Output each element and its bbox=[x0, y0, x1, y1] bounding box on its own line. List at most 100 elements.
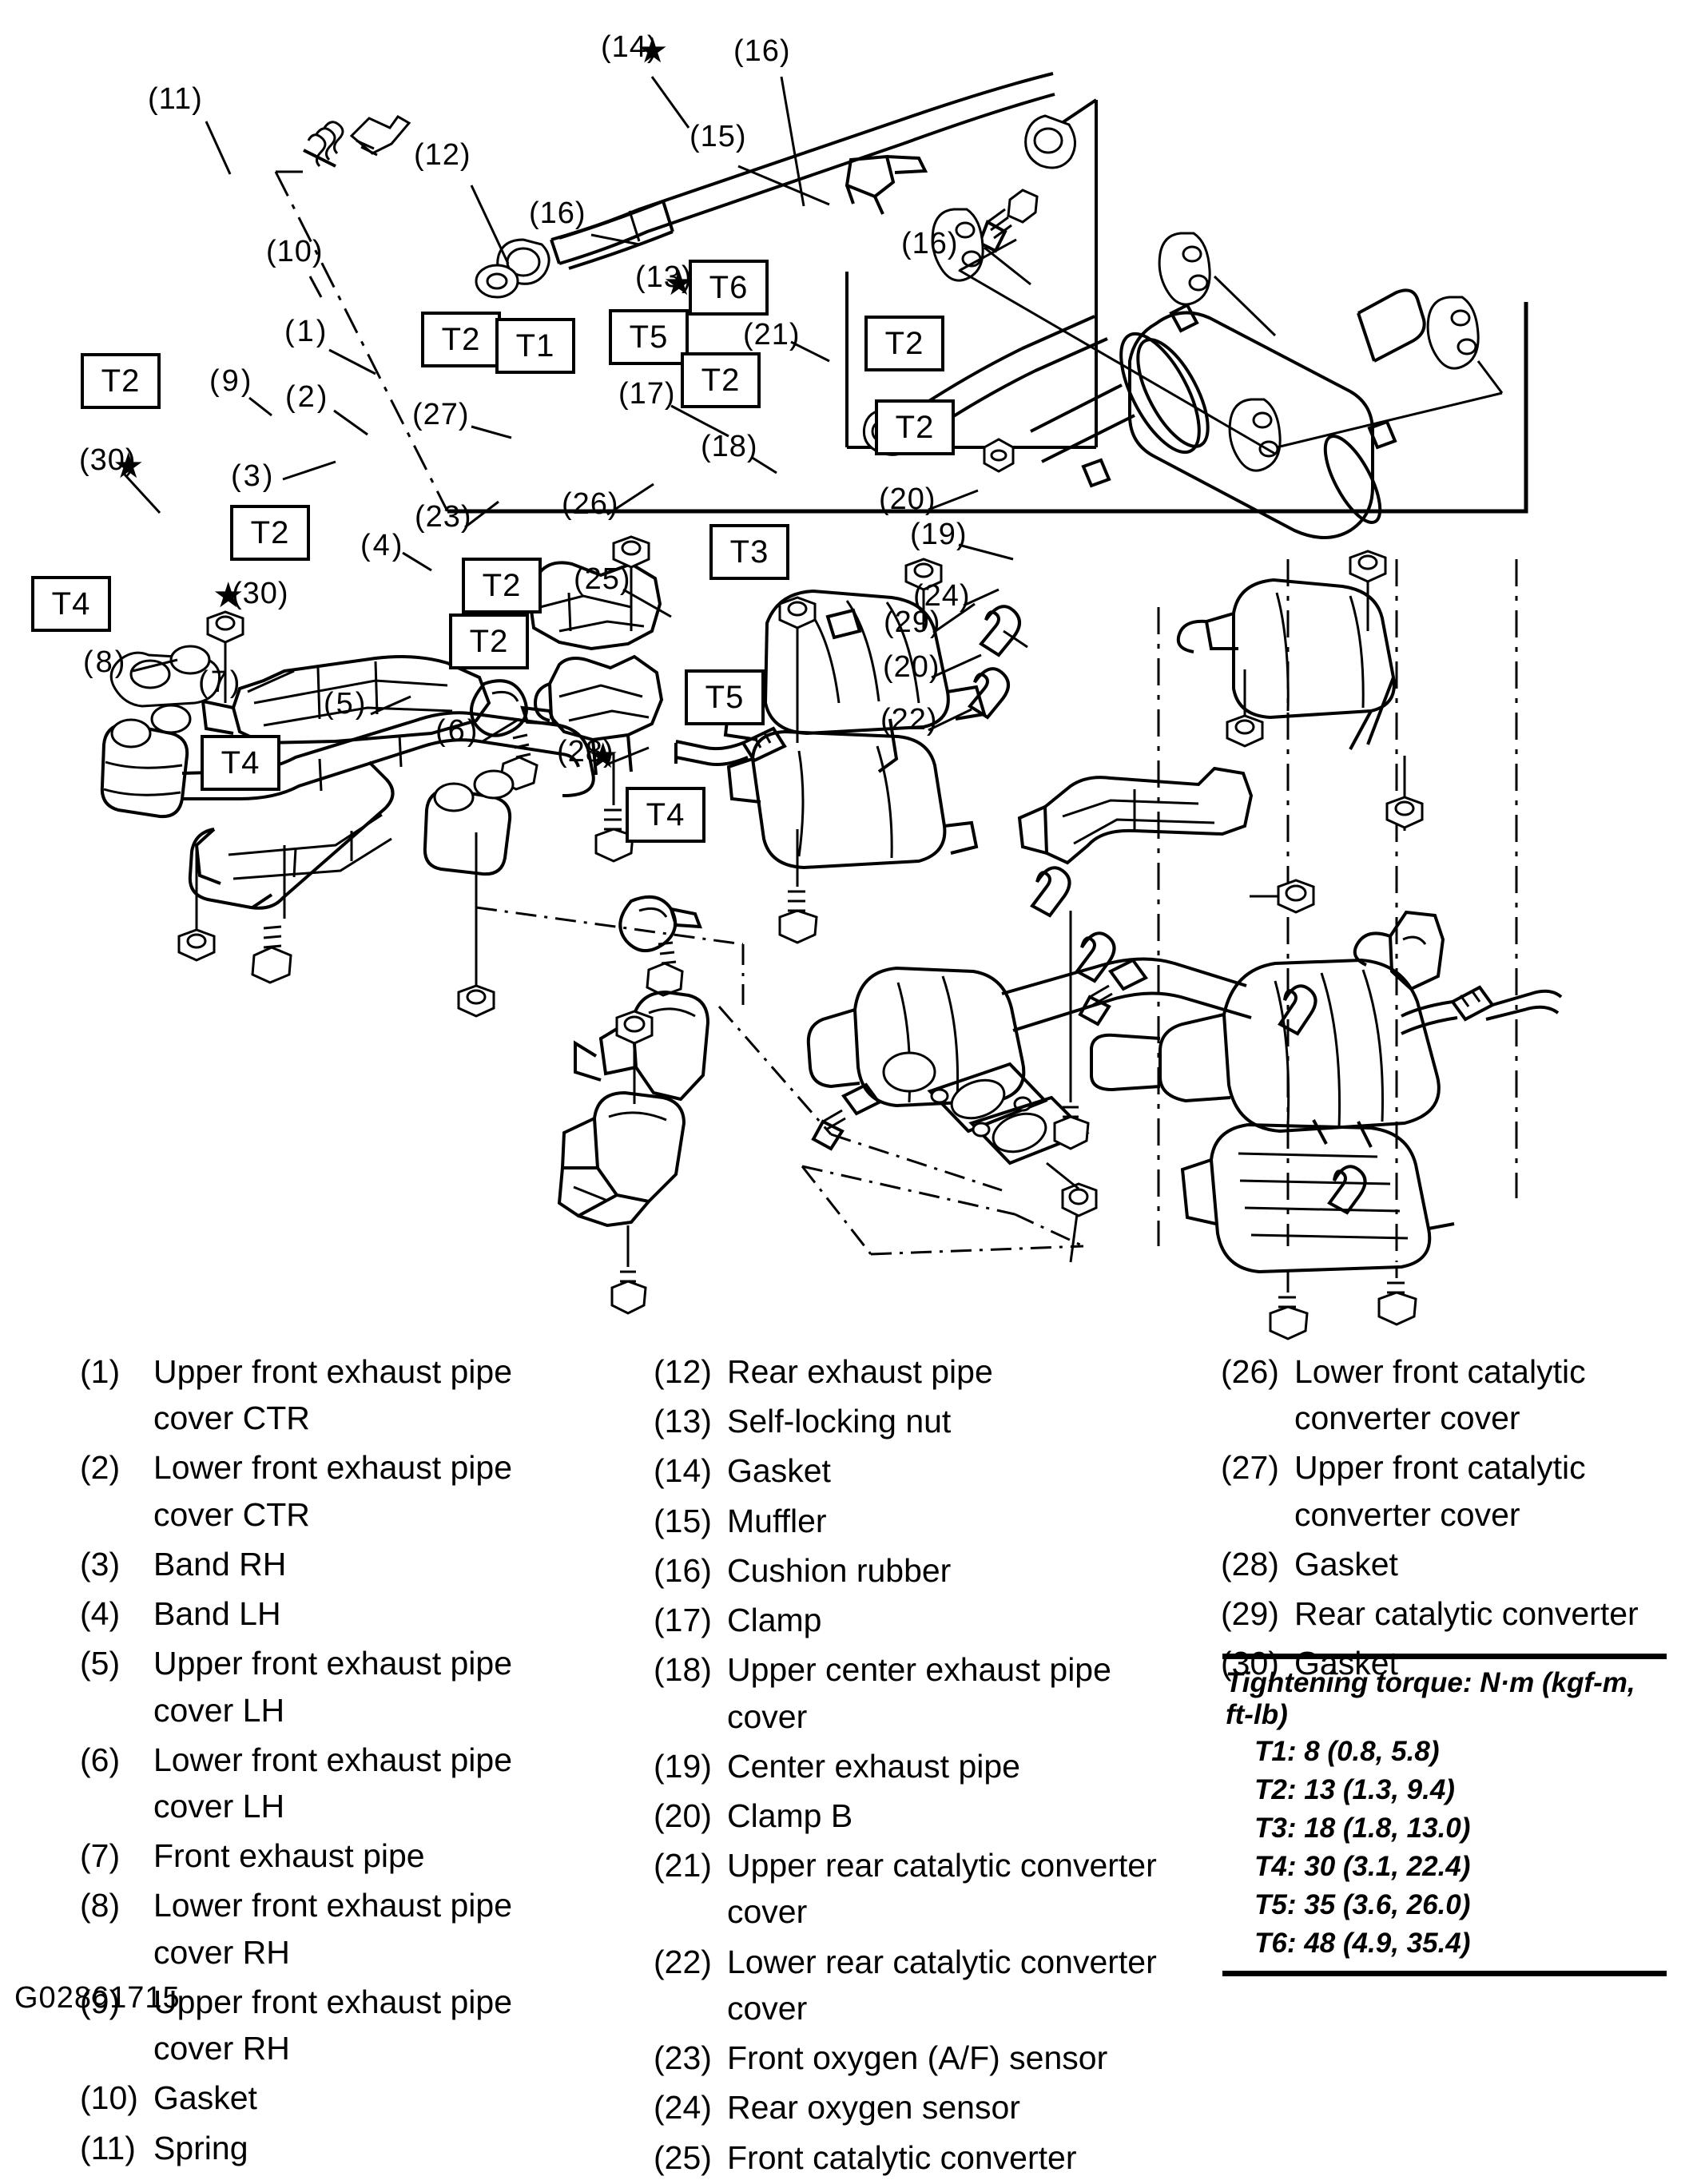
callout-25: (25) bbox=[574, 562, 631, 596]
torque-box-t2: T2 bbox=[864, 316, 944, 371]
torque-row: T1: 8 (0.8, 5.8) bbox=[1254, 1736, 1440, 1767]
callout-10: (10) bbox=[266, 235, 324, 268]
legend-item-label: Upper rear catalytic converter cover bbox=[727, 1847, 1157, 1931]
callout-11: (11) bbox=[148, 82, 203, 116]
callout-21: (21) bbox=[743, 318, 801, 351]
legend-item-number: (15) bbox=[654, 1502, 712, 1539]
torque-box-t3: T3 bbox=[709, 524, 789, 580]
legend-item: (14) Gasket bbox=[654, 1447, 1165, 1494]
legend-item-label: Front oxygen (A/F) sensor bbox=[727, 2039, 1108, 2077]
legend-item: (13)Self-locking nut bbox=[654, 1398, 1165, 1444]
callout-30: (30) bbox=[232, 577, 289, 610]
legend-item-number: (16) bbox=[654, 1551, 712, 1589]
legend-item: (24) Rear oxygen sensor bbox=[654, 2084, 1165, 2130]
legend-item: (2)Lower front exhaust pipe cover CTR bbox=[80, 1444, 591, 1537]
legend-item-number: (18) bbox=[654, 1651, 712, 1689]
legend-item: (8)Lower front exhaust pipe cover RH bbox=[80, 1882, 591, 1975]
callout-18: (18) bbox=[701, 430, 758, 463]
torque-box-t2: T2 bbox=[681, 352, 761, 408]
legend-item-label: Upper front exhaust pipe cover RH bbox=[153, 1983, 512, 2067]
legend-item: (6)Lower front exhaust pipe cover LH bbox=[80, 1737, 591, 1829]
callout-27: (27) bbox=[412, 398, 470, 431]
legend-column-3: (26) Lower front catalytic converter cove… bbox=[1221, 1348, 1697, 1690]
legend-item-number: (28) bbox=[1221, 1545, 1279, 1582]
legend-item-label: Spring bbox=[153, 2129, 248, 2166]
legend-item: (5)Upper front exhaust pipe cover LH bbox=[80, 1640, 591, 1733]
legend-item-label: Lower front catalytic converter cover bbox=[1294, 1353, 1586, 1437]
callout-16: (16) bbox=[733, 34, 791, 68]
torque-box-t6: T6 bbox=[689, 260, 769, 316]
tightening-torque-table: Tightening torque: N·m (kgf-m, ft-lb) T1… bbox=[1222, 1654, 1670, 1976]
legend-item-number: (14) bbox=[654, 1452, 712, 1490]
callout-17: (17) bbox=[618, 377, 676, 411]
legend-item-label: Gasket bbox=[153, 2079, 257, 2117]
torque-box-t2: T2 bbox=[421, 312, 501, 367]
legend-item-label: Upper center exhaust pipe cover bbox=[727, 1651, 1111, 1735]
torque-rule-top bbox=[1222, 1654, 1667, 1659]
callout-15: (15) bbox=[690, 120, 747, 153]
callout-13: (13) bbox=[635, 260, 693, 294]
torque-box-t4: T4 bbox=[626, 787, 705, 843]
legend-item: (16) Cushion rubber bbox=[654, 1547, 1165, 1594]
legend-item-number: (13) bbox=[654, 1403, 712, 1440]
legend-item-label: Band LH bbox=[153, 1595, 281, 1633]
legend-item: (3)Band RH bbox=[80, 1541, 591, 1587]
legend-item: (27)Upper front catalytic converter cove… bbox=[1221, 1444, 1697, 1537]
legend-item-number: (20) bbox=[654, 1797, 712, 1834]
legend-item-number: (1) bbox=[80, 1353, 121, 1390]
legend-item-label: Cushion rubber bbox=[727, 1551, 952, 1589]
legend-item: (15)Muffler bbox=[654, 1498, 1165, 1544]
callout-4: (4) bbox=[360, 529, 405, 562]
legend-column-1: (1) Upper front exhaust pipe cover CTR(2)… bbox=[80, 1348, 591, 2174]
legend-item-label: Rear oxygen sensor bbox=[727, 2089, 1020, 2126]
torque-box-t2: T2 bbox=[875, 399, 955, 455]
legend-item-label: Lower front exhaust pipe cover CTR bbox=[153, 1449, 512, 1533]
legend-item-label: Lower front exhaust pipe cover LH bbox=[153, 1741, 512, 1825]
legend-item: (22)Lower rear catalytic converter cover bbox=[654, 1939, 1165, 2031]
legend-item-number: (27) bbox=[1221, 1449, 1279, 1487]
callout-20: (20) bbox=[883, 650, 940, 684]
legend-item-number: (22) bbox=[654, 1943, 712, 1980]
torque-row: T2: 13 (1.3, 9.4) bbox=[1254, 1774, 1455, 1805]
callout-16: (16) bbox=[529, 197, 586, 230]
legend-item-label: Clamp bbox=[727, 1602, 822, 1639]
legend-item-number: (24) bbox=[654, 2089, 712, 2126]
legend-item-number: (21) bbox=[654, 1847, 712, 1884]
legend-item: (12)Rear exhaust pipe bbox=[654, 1348, 1165, 1395]
legend-item-number: (19) bbox=[654, 1747, 712, 1785]
legend-item-number: (8) bbox=[80, 1887, 121, 1924]
callout-29: (29) bbox=[884, 606, 941, 639]
legend-item: (26) Lower front catalytic converter cove… bbox=[1221, 1348, 1697, 1441]
torque-row: T4: 30 (3.1, 22.4) bbox=[1254, 1851, 1471, 1882]
legend-item-number: (5) bbox=[80, 1645, 121, 1682]
callout-28: (28) bbox=[557, 735, 614, 768]
legend-item-number: (23) bbox=[654, 2039, 712, 2077]
callout-3: (3) bbox=[231, 459, 276, 493]
torque-box-t2: T2 bbox=[230, 505, 310, 561]
torque-row: T5: 35 (3.6, 26.0) bbox=[1254, 1889, 1471, 1920]
legend-item-number: (10) bbox=[80, 2079, 138, 2117]
legend-item-label: Gasket bbox=[727, 1452, 831, 1490]
callout-26: (26) bbox=[562, 487, 619, 521]
legend-item: (4) Band LH bbox=[80, 1590, 591, 1637]
legend-item-number: (25) bbox=[654, 2138, 712, 2176]
torque-box-t5: T5 bbox=[685, 669, 765, 725]
legend-item-label: Band RH bbox=[153, 1545, 287, 1582]
legend-item-label: Upper front exhaust pipe cover CTR bbox=[153, 1353, 512, 1437]
torque-table-title: Tightening torque: N·m (kgf-m, ft-lb) bbox=[1226, 1667, 1635, 1730]
legend-item-label: Clamp B bbox=[727, 1797, 853, 1834]
torque-row: T3: 18 (1.8, 13.0) bbox=[1254, 1813, 1471, 1844]
torque-box-t2: T2 bbox=[81, 353, 161, 409]
replace-part-star-icon: ★ bbox=[213, 576, 244, 615]
parts-legend: (1) Upper front exhaust pipe cover CTR(2)… bbox=[0, 1326, 1697, 2176]
legend-item: (23) Front oxygen (A/F) sensor bbox=[654, 2035, 1165, 2081]
legend-item: (30)Gasket bbox=[1221, 1640, 1697, 1686]
legend-item-number: (4) bbox=[80, 1595, 121, 1633]
diagram-linework bbox=[0, 0, 1697, 1326]
legend-item-label: Rear exhaust pipe bbox=[727, 1353, 993, 1390]
legend-item: (28)Gasket bbox=[1221, 1541, 1697, 1587]
torque-box-t2: T2 bbox=[449, 614, 529, 669]
legend-item-number: (26) bbox=[1221, 1353, 1279, 1390]
callout-7: (7) bbox=[198, 665, 243, 699]
legend-item-number: (17) bbox=[654, 1602, 712, 1639]
